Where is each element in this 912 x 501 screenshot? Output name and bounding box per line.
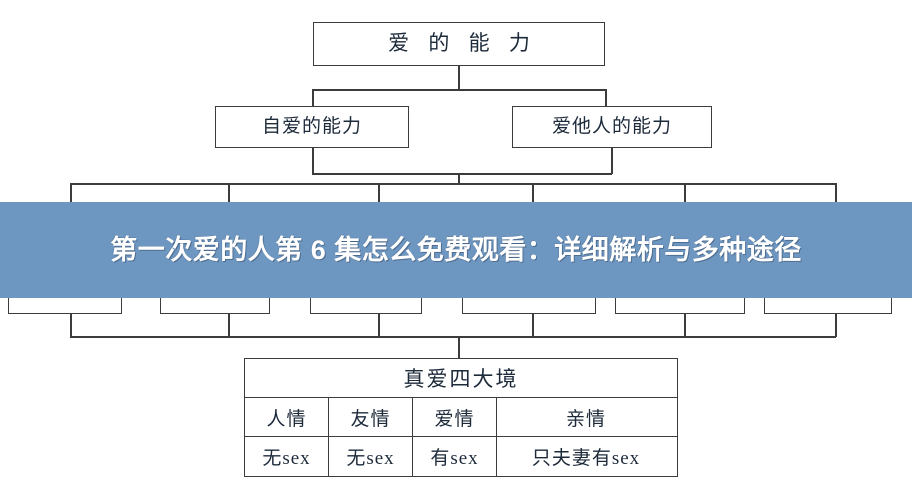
- connector-leafout-3: [378, 314, 380, 337]
- overlay-banner: 第一次爱的人第 6 集怎么免费观看：详细解析与多种途径: [0, 202, 912, 298]
- node-self-love: 自爱的能力: [215, 106, 409, 148]
- connector-leafout-1: [70, 314, 72, 337]
- table-cell: 无sex: [329, 437, 413, 476]
- connector-root-right-drop: [605, 89, 607, 106]
- connector-leafout-5: [684, 314, 686, 337]
- connector-table-stem: [458, 336, 460, 359]
- connector-root-bar: [312, 89, 606, 91]
- connector-root-left-drop: [312, 89, 314, 106]
- table-cell: 人情: [245, 397, 329, 437]
- table-cell: 友情: [329, 397, 413, 437]
- connector-leaf-drop-1: [70, 183, 72, 210]
- connector-level2-merge-bar: [312, 173, 612, 175]
- table-cell: 无sex: [245, 437, 329, 476]
- true-love-table: 真爱四大境 人情 友情 爱情 亲情 无sex 无sex 有sex 只夫妻有sex: [244, 358, 678, 477]
- connector-leafout-2: [228, 314, 230, 337]
- connector-love-others-stem: [611, 148, 613, 174]
- connector-leaf-drop-6: [835, 183, 837, 210]
- node-love-others: 爱他人的能力: [512, 106, 712, 148]
- connector-leafout-4: [532, 314, 534, 337]
- connector-root-stem: [458, 66, 460, 90]
- connector-table-bar: [70, 336, 836, 338]
- connector-leaf-drop-2: [228, 183, 230, 210]
- connector-leaf-bar: [70, 183, 836, 185]
- connector-level2-merge-stem: [458, 173, 460, 184]
- table-row: 人情 友情 爱情 亲情: [245, 397, 677, 438]
- connector-leaf-drop-4: [532, 183, 534, 210]
- node-root: 爱 的 能 力: [313, 22, 605, 66]
- overlay-banner-title: 第一次爱的人第 6 集怎么免费观看：详细解析与多种途径: [110, 234, 802, 265]
- connector-leaf-drop-3: [378, 183, 380, 210]
- table-cell: 只夫妻有sex: [531, 448, 641, 470]
- table-cell: 有sex: [413, 437, 497, 476]
- connector-leafout-6: [835, 314, 837, 337]
- table-row: 无sex 无sex 有sex 只夫妻有sex: [245, 437, 677, 476]
- table-cell: 亲情: [565, 408, 606, 430]
- connector-leaf-drop-5: [684, 183, 686, 210]
- table-cell: 爱情: [413, 397, 497, 437]
- connector-self-love-stem: [312, 148, 314, 174]
- table-title: 真爱四大境: [245, 359, 677, 398]
